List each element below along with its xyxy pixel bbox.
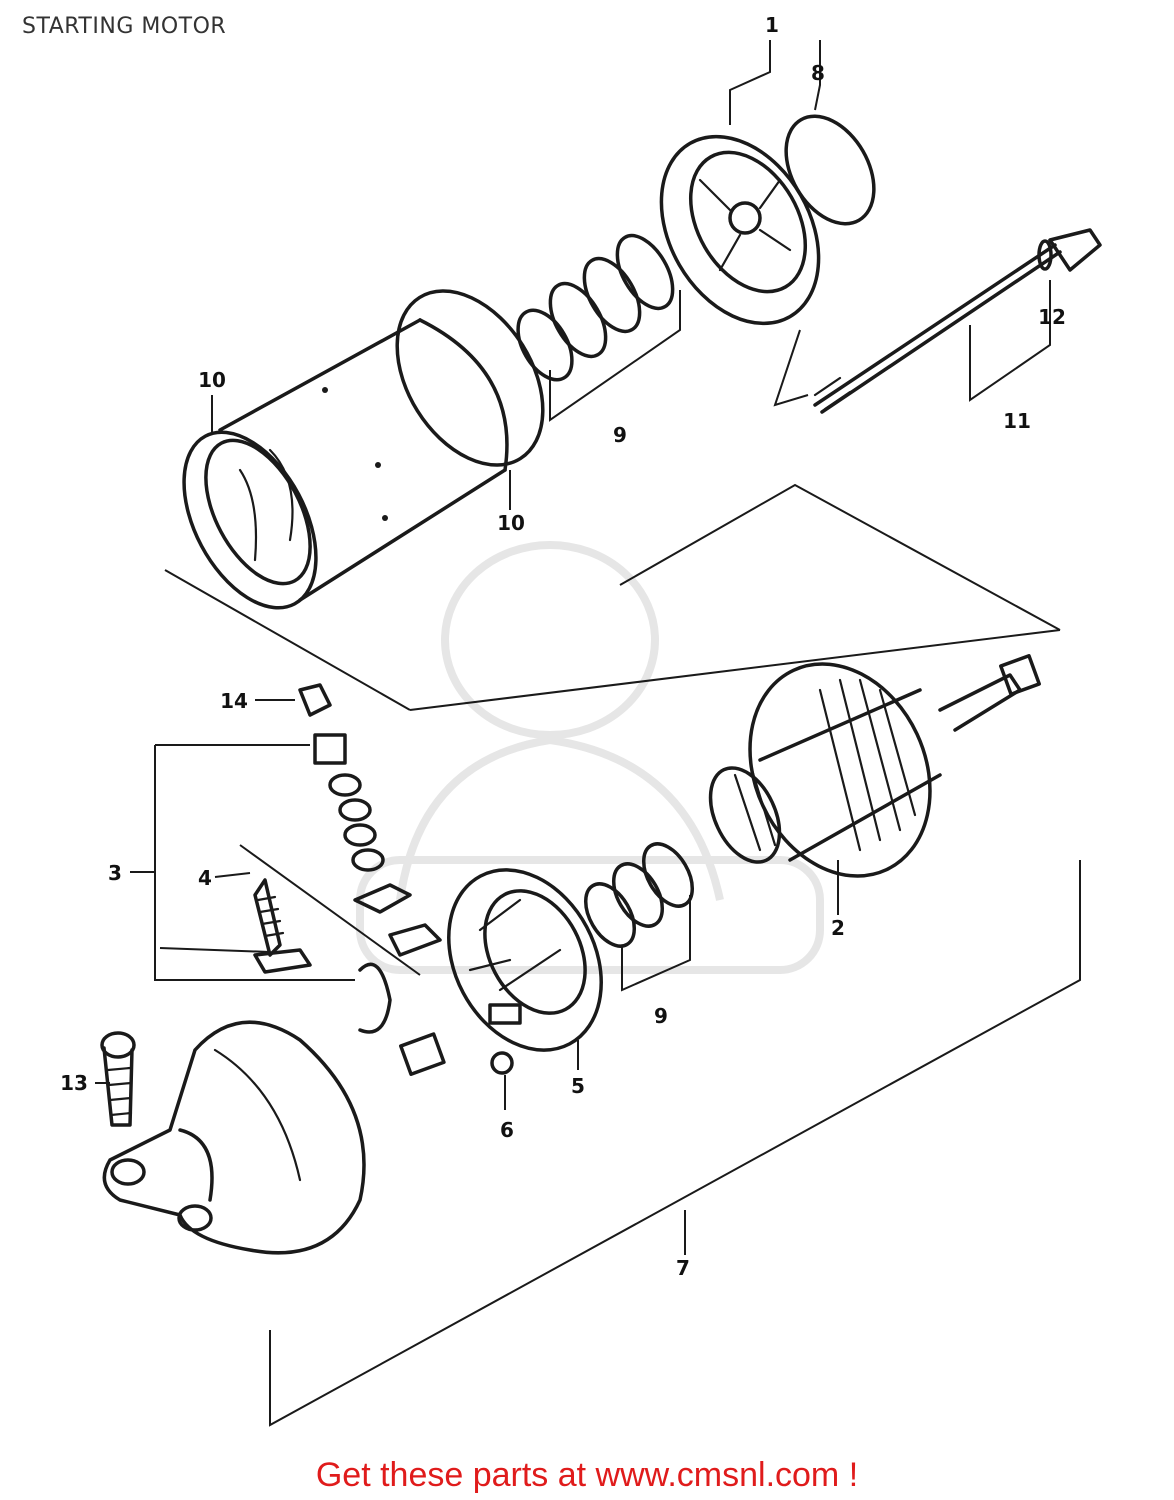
brush-holder — [447, 868, 603, 1052]
callout-10-left: 10 — [198, 368, 226, 392]
washer-stack-top — [516, 233, 675, 382]
callout-5: 5 — [571, 1074, 585, 1098]
brush-set — [358, 962, 446, 1076]
leader-line-3 — [130, 744, 355, 981]
callout-8: 8 — [811, 61, 825, 85]
terminal-kit — [298, 683, 442, 957]
callout-12: 12 — [1038, 305, 1066, 329]
armature — [708, 654, 1041, 878]
callout-4: 4 — [198, 866, 212, 890]
leader-line-cover-slash — [773, 329, 809, 407]
callout-6: 6 — [500, 1118, 514, 1142]
watermark-logo — [356, 541, 824, 974]
callout-2: 2 — [831, 916, 845, 940]
o-ring-10 — [395, 289, 545, 467]
callout-14: 14 — [220, 689, 248, 713]
callout-13: 13 — [60, 1071, 88, 1095]
leader-line-12-11 — [969, 280, 1051, 402]
leader-line-4 — [214, 844, 421, 976]
end-cover — [659, 134, 821, 326]
callout-11: 11 — [1003, 409, 1031, 433]
leader-line-9-mid — [621, 895, 691, 992]
callout-10-bottom: 10 — [497, 511, 525, 535]
terminal-bolt — [253, 878, 312, 974]
leader-line-7-assembly — [269, 860, 1081, 1427]
drive-end-housing — [102, 1020, 366, 1255]
callout-7: 7 — [676, 1256, 690, 1280]
o-ring-8 — [784, 114, 876, 226]
leader-line-9 — [549, 290, 681, 422]
nut-6 — [490, 1051, 514, 1075]
page-title: STARTING MOTOR — [22, 14, 227, 39]
through-bolt — [813, 228, 1102, 414]
callout-9-mid: 9 — [654, 1004, 668, 1028]
leader-line-1-8 — [729, 40, 821, 125]
footer-link-text[interactable]: Get these parts at www.cmsnl.com ! — [315, 1456, 859, 1494]
callout-1-top: 1 — [765, 13, 779, 37]
washer-stack-mid — [583, 842, 695, 948]
mounting-bolt — [100, 1031, 136, 1127]
yoke-housing — [182, 318, 509, 610]
callout-3: 3 — [108, 861, 122, 885]
callout-9-top: 9 — [613, 423, 627, 447]
leader-line-yoke-assembly — [164, 483, 1061, 711]
